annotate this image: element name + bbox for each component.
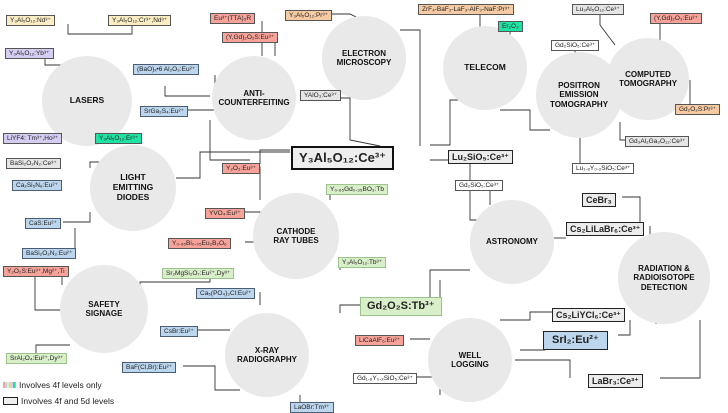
material-lu2ysio5: Lu₁.₈Y₀.₂SiO₅:Ce³⁺ xyxy=(572,163,635,174)
material-y3al5o12-cr-nd: Y₃Al₅O₁₂:Cr³⁺,Nd³⁺ xyxy=(108,15,172,26)
material-gd-y-sio5: Gd₁.₈Y₀.₂SiO₅:Ce³⁺ xyxy=(353,373,417,384)
connector-line xyxy=(164,86,210,97)
material-cs2liycl6: Cs₂LiYCl₆:Ce³⁺ xyxy=(552,308,625,322)
node-positron-emission-tomography: POSITRON EMISSION TOMOGRAPHY xyxy=(536,52,622,138)
material-sral2o4: SrAl₂O₄:Eu²⁺,Dy³⁺ xyxy=(6,353,68,364)
material-y-gd-bo3: Y₀.₆₅Gd₀.₃₅BO₃:Tb xyxy=(326,184,388,195)
material-y3al5o12-ce-central: Y₃Al₅O₁₂:Ce³⁺ xyxy=(291,146,395,170)
connector-line xyxy=(183,365,240,391)
connector-line xyxy=(430,99,470,146)
connector-line xyxy=(339,304,360,313)
material-y3al5o12-yb: Y₃Al₅O₁₂:Yb³⁺ xyxy=(5,48,54,59)
material-cebr3: CeBr₃ xyxy=(582,193,616,207)
connector-line xyxy=(63,212,91,223)
connector-line xyxy=(660,320,701,379)
material-basi2o2n2-ce: BaSi₂O₂N₂:Ce³⁺ xyxy=(6,158,61,169)
material-laobr: LaOBr:Tm³⁺ xyxy=(290,402,334,413)
material-y2o2s-mg-ti: Y₂O₂S:Eu³⁺,Mg²⁺,Ti xyxy=(3,266,69,277)
material-sr2mgsi2o7: Sr₂MgSi₂O₇:Eu²⁺,Dy³⁺ xyxy=(162,268,235,279)
node-well-logging: WELL LOGGING xyxy=(428,318,512,402)
connector-line xyxy=(500,311,552,321)
material-srga2s4: SrGa₂S₄:Eu²⁺ xyxy=(140,106,189,117)
legend-label-4f-5d: Involves 4f and 5d levels xyxy=(21,396,115,406)
material-ca5po4cl: Ca₅(PO₄)₃Cl:Eu²⁺ xyxy=(196,288,256,299)
connector-line xyxy=(209,120,250,161)
connector-line xyxy=(176,151,290,179)
node-light-emitting-diodes: LIGHT EMITTING DIODES xyxy=(90,145,176,231)
material-y3al5o12-pr: Y₃Al₅O₁₂:Pr³⁺ xyxy=(285,10,333,21)
connector-line xyxy=(67,24,133,35)
material-y3al5o12-tb: Y₃Al₅O₁₂:Tb³⁺ xyxy=(338,257,387,268)
legend-swatch-bordered xyxy=(3,397,18,405)
material-lu3al5o12-ce: Lu₃Al₅O₁₂:Ce³⁺ xyxy=(572,4,624,15)
node-telecom: TELECOM xyxy=(443,26,527,110)
node-cathode-ray-tubes: CATHODE RAY TUBES xyxy=(253,193,339,279)
material-er2o3: Er₂O₃ xyxy=(498,21,523,32)
material-eu-tta: Eu³⁺(TTA)₃R xyxy=(210,13,256,24)
node-astronomy: ASTRONOMY xyxy=(470,200,554,284)
material-gd2o2s-tb: Gd₂O₂S:Tb³⁺ xyxy=(360,297,442,316)
material-basi2o2n2-eu: BaSi₂O₂N₂:Eu²⁺ xyxy=(22,248,77,259)
connector-line xyxy=(349,100,381,147)
material-y3al5o12-nd: Y₃Al₅O₁₂:Nd³⁺ xyxy=(6,15,55,26)
material-gd3al2ga3o12: Gd₃Al₂Ga₃O₁₂:Ce³⁺ xyxy=(625,136,690,147)
connector-line xyxy=(34,270,70,311)
material-cas-eu: CaS:Eu²⁺ xyxy=(25,218,61,229)
connector-line xyxy=(515,359,571,378)
material-liyf4: LiYF4: Tm³⁺,Ho³⁺ xyxy=(3,133,63,144)
material-licaalf6: LiCaAlF₆:Eu²⁺ xyxy=(355,335,405,346)
material-y3al5o12-er: Y₃Al₅O₁₂:Er³⁺ xyxy=(95,133,143,144)
legend-4f-only: Involves 4f levels only xyxy=(3,380,102,390)
legend-4f-5d: Involves 4f and 5d levels xyxy=(3,396,114,406)
material-labr3: LaBr₃:Ce³⁺ xyxy=(588,374,643,388)
node-safety-signage: SAFETY SIGNAGE xyxy=(60,265,148,353)
connector-line xyxy=(599,12,616,46)
material-yvo4-eu: YVO₄:Eu³⁺ xyxy=(205,208,245,219)
node-lasers: LASERS xyxy=(42,56,132,146)
material-cs2lilabr6: Cs₂LiLaBr₆:Ce³⁺ xyxy=(566,222,645,236)
connector-line xyxy=(500,109,550,131)
material-yalo3-ce: YAlO₃:Ce³⁺ xyxy=(300,90,342,101)
node-x-ray-radiography: X-RAY RADIOGRAPHY xyxy=(225,313,309,397)
legend-swatch-colored xyxy=(3,382,16,388)
material-gd2sio5-ce-pet: Gd₂SiO₅:Ce³⁺ xyxy=(551,40,600,51)
material-bao-al2o3: (BaO)ₓ•6 Al₂O₃:Eu²⁺ xyxy=(133,64,200,75)
material-baf-cl-br: BaF(Cl,Br):Eu²⁺ xyxy=(122,362,177,373)
connector-line xyxy=(259,149,290,164)
material-gd2sio5-ce-astro: Gd₂SiO₅:Ce³⁺ xyxy=(455,180,504,191)
connector-line xyxy=(622,196,641,232)
material-ca2si5n8: Ca₂Si₅N₈:Eu²⁺ xyxy=(12,180,62,191)
material-gd2o2s-pr: Gd₂O₂S:Pr³⁺ xyxy=(675,104,721,115)
material-lu2sio5-ce: Lu₂SiO₅:Ce³⁺ xyxy=(448,150,513,164)
node-radiation-detection: RADIATION & RADIOISOTOPE DETECTION xyxy=(618,232,710,324)
node-electron-microscopy: ELECTRON MICROSCOPY xyxy=(322,16,406,100)
connector-line xyxy=(400,29,421,146)
material-sri2-eu: SrI₂:Eu²⁺ xyxy=(543,331,608,350)
material-y2o3-eu-crt: Y₂O₃:Eu³⁺ xyxy=(222,163,260,174)
material-ygd2o3-eu: (Y,Gd)₂O₃:Eu³⁺ xyxy=(650,13,702,24)
material-csbr-eu: CsBr:Eu²⁺ xyxy=(160,326,198,337)
material-y-bi-eu-bo: Y₀.₉₅Bi₀.₀₅Eu₂B₂O₆ xyxy=(168,238,231,249)
legend-label-4f: Involves 4f levels only xyxy=(19,380,102,390)
material-zrf4-glass: ZrF₄-BaF₂-LaF₃-AlF₃-NaF:Pr³⁺ xyxy=(418,4,515,15)
material-ygd2o3s-eu: (Y,Gd)₂O₂S:Eu³⁺ xyxy=(222,32,279,43)
node-anti-counterfeiting: ANTI- COUNTERFEITING xyxy=(212,56,296,140)
connector-line xyxy=(618,320,631,336)
